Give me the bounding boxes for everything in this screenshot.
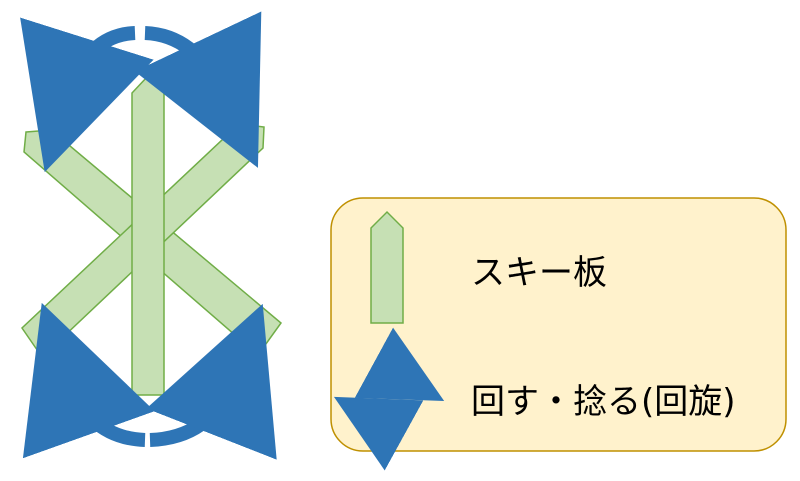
rotation-arrows-bottom bbox=[22, 302, 277, 460]
arrow-bottom-right bbox=[146, 303, 277, 460]
legend-rotation-label: 回す・捻る(回旋) bbox=[471, 382, 736, 422]
arrow-top-left bbox=[20, 17, 154, 173]
rotation-arrows-top bbox=[20, 11, 262, 173]
legend-ski-label: スキー板 bbox=[471, 253, 607, 293]
legend-box bbox=[330, 197, 787, 452]
legend: スキー板 回す・捻る(回旋) bbox=[330, 197, 787, 471]
rotation-arrows-icon bbox=[333, 327, 445, 471]
ski-cluster bbox=[21, 74, 283, 396]
arrow-top-right bbox=[134, 11, 262, 168]
ski-board-icon bbox=[370, 210, 404, 324]
ski-vertical bbox=[131, 74, 165, 396]
arrow-bottom-left bbox=[22, 302, 155, 459]
